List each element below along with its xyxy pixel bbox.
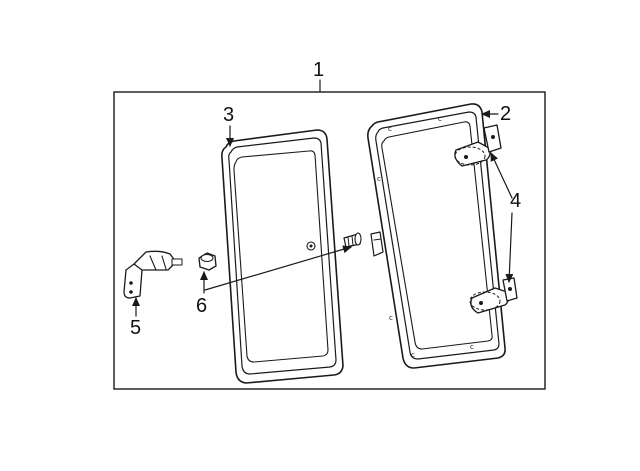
assembly-frame bbox=[113, 91, 546, 390]
svg-text:c: c bbox=[411, 351, 415, 359]
hinge-upper bbox=[454, 124, 502, 167]
svg-text:c: c bbox=[438, 115, 442, 123]
callout-2: 2 bbox=[481, 103, 511, 125]
bolt-part bbox=[343, 232, 362, 248]
callout-6-label: 6 bbox=[196, 295, 207, 317]
callout-4: 4 bbox=[490, 152, 521, 283]
callout-5: 5 bbox=[130, 297, 141, 339]
callout-3-label: 3 bbox=[223, 104, 234, 126]
callout-2-label: 2 bbox=[500, 103, 511, 125]
callout-1-label: 1 bbox=[313, 59, 324, 81]
left-glass-panel bbox=[221, 129, 344, 384]
callout-3: 3 bbox=[223, 104, 234, 147]
callout-5-label: 5 bbox=[130, 317, 141, 339]
svg-text:c: c bbox=[388, 125, 392, 133]
hinge-lower bbox=[469, 277, 518, 314]
callout-4-label: 4 bbox=[510, 190, 521, 212]
svg-text:c: c bbox=[389, 314, 393, 322]
bracket-part bbox=[123, 250, 183, 299]
nut-part bbox=[198, 252, 217, 271]
callout-6: 6 bbox=[196, 245, 352, 317]
right-glass-panel: c c c c c c bbox=[367, 103, 506, 369]
callout-1: 1 bbox=[313, 59, 324, 93]
svg-text:c: c bbox=[470, 343, 474, 351]
svg-text:c: c bbox=[377, 175, 381, 183]
